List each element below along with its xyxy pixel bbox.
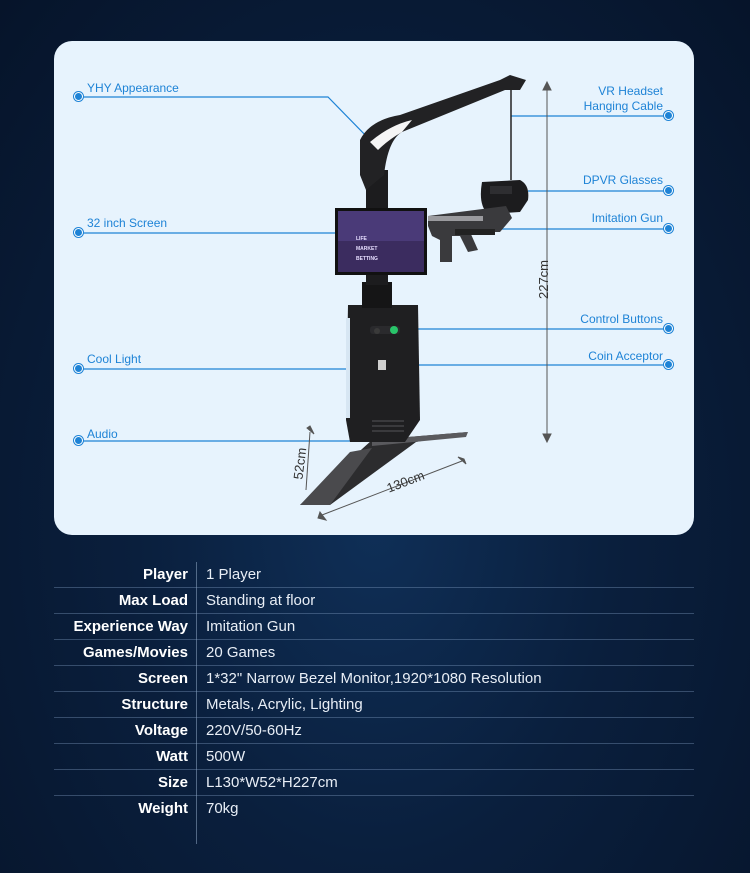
spec-key: Games/Movies bbox=[82, 644, 188, 661]
spec-key: Watt bbox=[156, 748, 188, 765]
width-dimension-line bbox=[305, 425, 315, 491]
callout-dot-cool-light bbox=[74, 364, 83, 373]
machine-cabinet bbox=[346, 305, 420, 442]
spec-key: Size bbox=[157, 774, 188, 791]
spec-key: Structure bbox=[121, 696, 188, 713]
callout-dot-coin bbox=[664, 360, 673, 369]
spec-row-watt: Watt 500W bbox=[54, 744, 694, 770]
spec-row-max-load: Max Load Standing at floor bbox=[54, 588, 694, 614]
spec-key: Voltage bbox=[134, 722, 188, 739]
spec-value: 220V/50-60Hz bbox=[206, 722, 302, 739]
spec-row-player: Player 1 Player bbox=[54, 562, 694, 588]
spec-row-screen: Screen 1*32" Narrow Bezel Monitor,1920*1… bbox=[54, 666, 694, 692]
spec-value: 500W bbox=[206, 748, 246, 765]
spec-key: Max Load bbox=[118, 592, 188, 609]
spec-value: 1*32" Narrow Bezel Monitor,1920*1080 Res… bbox=[206, 670, 542, 687]
length-dimension-line bbox=[317, 456, 467, 521]
label-32-inch-screen: 32 inch Screen bbox=[87, 216, 168, 230]
label-vr-headset: VR Headset bbox=[598, 84, 663, 98]
spec-row-voltage: Voltage 220V/50-60Hz bbox=[54, 718, 694, 744]
spec-value: Standing at floor bbox=[206, 592, 316, 609]
callout-dot-buttons bbox=[664, 324, 673, 333]
spec-value: 70kg bbox=[206, 800, 239, 817]
label-yhy-appearance: YHY Appearance bbox=[87, 81, 179, 95]
spec-key: Player bbox=[142, 566, 188, 583]
spec-value: 20 Games bbox=[206, 644, 276, 661]
spec-row-size: Size L130*W52*H227cm bbox=[54, 770, 694, 796]
callout-dot-cable bbox=[664, 111, 673, 120]
label-audio: Audio bbox=[87, 427, 118, 441]
label-cool-light: Cool Light bbox=[87, 352, 142, 366]
spec-value: Imitation Gun bbox=[206, 618, 296, 635]
spec-key: Screen bbox=[137, 670, 188, 687]
spec-value: 1 Player bbox=[206, 566, 262, 583]
spec-divider bbox=[196, 562, 197, 844]
label-hanging-cable: Hanging Cable bbox=[583, 99, 663, 113]
spec-key: Weight bbox=[138, 800, 188, 817]
callout-dot-gun bbox=[664, 224, 673, 233]
spec-row-weight: Weight 70kg bbox=[54, 796, 694, 822]
label-coin-acceptor: Coin Acceptor bbox=[588, 349, 663, 363]
label-control-buttons: Control Buttons bbox=[580, 312, 663, 326]
callout-dot-screen bbox=[74, 228, 83, 237]
callout-dot-appearance bbox=[74, 92, 83, 101]
spec-value: L130*W52*H227cm bbox=[206, 774, 338, 791]
height-dimension-line bbox=[542, 80, 552, 444]
callout-line-appearance bbox=[79, 96, 373, 143]
spec-row-experience-way: Experience Way Imitation Gun bbox=[54, 614, 694, 640]
monitor-text-1: LIFE bbox=[356, 236, 367, 242]
spec-row-structure: Structure Metals, Acrylic, Lighting bbox=[54, 692, 694, 718]
label-dpvr-glasses: DPVR Glasses bbox=[582, 173, 663, 187]
spec-key: Experience Way bbox=[73, 618, 189, 635]
monitor-text-2: MARKET bbox=[356, 246, 378, 252]
callout-dot-audio bbox=[74, 436, 83, 445]
callout-dot-glasses bbox=[664, 186, 673, 195]
dimension-height-label: 227cm bbox=[536, 259, 552, 300]
spec-row-games-movies: Games/Movies 20 Games bbox=[54, 640, 694, 666]
monitor-text-3: BETTING bbox=[356, 256, 378, 262]
spec-value: Metals, Acrylic, Lighting bbox=[206, 696, 363, 713]
label-imitation-gun: Imitation Gun bbox=[591, 211, 663, 225]
